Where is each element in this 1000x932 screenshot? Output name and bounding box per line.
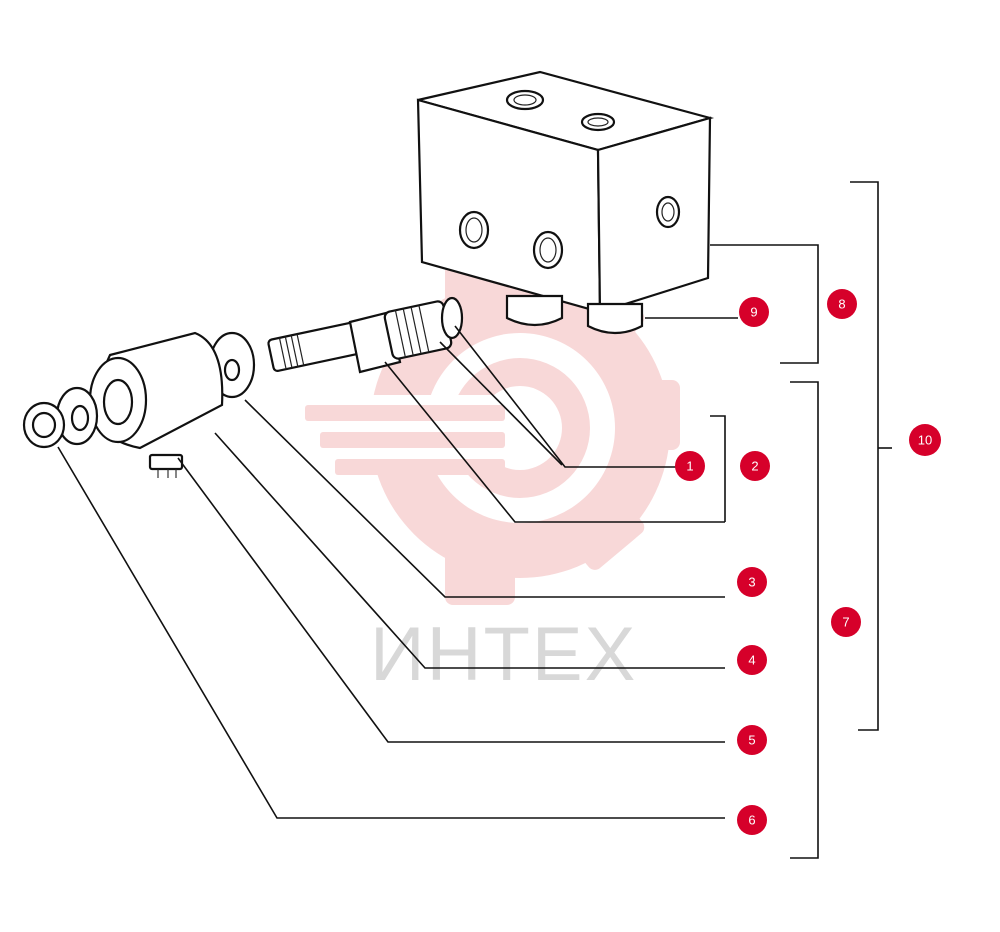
callout-1[interactable]: 1: [675, 451, 705, 481]
callout-8[interactable]: 8: [827, 289, 857, 319]
valve-cartridge: [267, 296, 464, 374]
callout-6[interactable]: 6: [737, 805, 767, 835]
callout-9-label: 9: [750, 305, 757, 320]
callout-9[interactable]: 9: [739, 297, 769, 327]
callout-5-label: 5: [748, 733, 755, 748]
callout-6-label: 6: [748, 813, 755, 828]
callout-4-label: 4: [748, 653, 755, 668]
leader-lines: [57, 317, 738, 819]
callout-4[interactable]: 4: [737, 645, 767, 675]
callout-1-label: 1: [686, 459, 693, 474]
callout-10[interactable]: 10: [909, 424, 941, 456]
callout-3[interactable]: 3: [737, 567, 767, 597]
group-brackets: [710, 181, 892, 859]
watermark-text: ИНТЕХ: [370, 612, 637, 697]
watermark-gear-logo: [300, 248, 680, 605]
callout-7[interactable]: 7: [831, 607, 861, 637]
callout-2[interactable]: 2: [740, 451, 770, 481]
callout-10-label: 10: [918, 433, 932, 448]
callout-8-label: 8: [838, 297, 845, 312]
nut-and-washer: [22, 386, 99, 449]
callout-3-label: 3: [748, 575, 755, 590]
callout-5[interactable]: 5: [737, 725, 767, 755]
callout-7-label: 7: [842, 615, 849, 630]
valve-body-block: [416, 70, 715, 335]
callout-2-label: 2: [751, 459, 758, 474]
solenoid-coil: [88, 331, 224, 478]
